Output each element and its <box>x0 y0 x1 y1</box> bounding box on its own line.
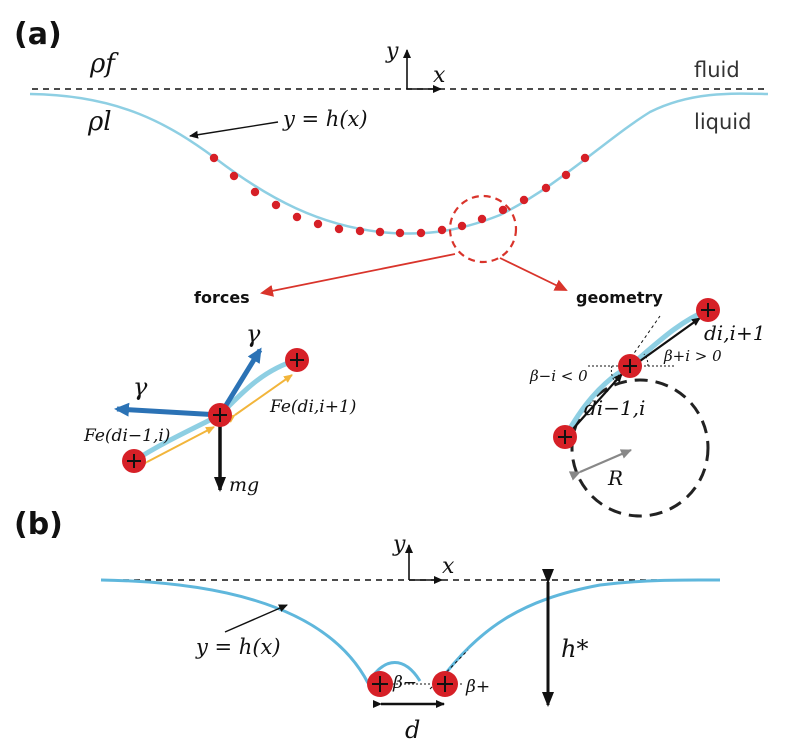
gamma-upper-label: γ <box>246 320 261 348</box>
beta-plus-label-b: β+ <box>465 677 490 697</box>
fe-right-label: Fe(di,i+1) <box>269 397 356 417</box>
beta-plus-label: β+i > 0 <box>663 347 722 365</box>
particle-center-forces <box>208 403 232 427</box>
interface-particles <box>209 153 590 238</box>
radius-label: R <box>607 466 623 490</box>
axis-x-label-b: x <box>442 554 455 579</box>
particle-left-geometry <box>553 425 577 449</box>
particle-left-forces <box>122 449 146 473</box>
particle-left-b <box>367 671 393 697</box>
beta-minus-label: β−i < 0 <box>529 367 588 385</box>
panel-b-label: (b) <box>14 507 63 542</box>
rho-f-label: ρf <box>89 49 119 79</box>
axis-y-label-b: y <box>392 532 406 557</box>
fluid-label: fluid <box>694 58 740 82</box>
forces-label: forces <box>194 288 250 307</box>
axis-x-label: x <box>433 63 446 88</box>
mg-label: mg <box>229 474 259 496</box>
d-label: d <box>405 716 420 744</box>
d-right-label: di,i+1 <box>704 321 765 345</box>
interface-curve <box>29 92 769 235</box>
panel-a-axes <box>403 49 442 93</box>
panel-a-label: (a) <box>14 17 62 52</box>
particle-right-forces <box>285 348 309 372</box>
zoom-circle <box>448 194 518 264</box>
particle-right-b <box>432 671 458 697</box>
geometry-label: geometry <box>576 288 663 307</box>
panel-b-axes <box>405 544 443 584</box>
forces-detail <box>114 347 298 492</box>
particle-right-geometry <box>696 298 720 322</box>
beta-minus-label-b: β− <box>392 673 417 693</box>
liquid-label: liquid <box>694 110 751 134</box>
interface-curve-b <box>100 578 721 684</box>
curve-equation-pointer <box>189 121 279 139</box>
axis-y-label: y <box>385 39 399 64</box>
particle-center-geometry <box>618 354 642 378</box>
curve-equation-label-b: y = h(x) <box>195 635 281 659</box>
geometry-arrow <box>499 257 568 291</box>
h-star-label: h* <box>561 635 588 663</box>
d-left-label: di−1,i <box>584 396 645 420</box>
forces-arrow <box>260 253 456 297</box>
fe-left-label: Fe(di−1,i) <box>83 426 170 446</box>
curve-equation-label: y = h(x) <box>282 107 368 131</box>
curve-equation-pointer-b <box>224 604 288 633</box>
gamma-left-label: γ <box>133 373 148 401</box>
rho-l-label: ρl <box>87 107 112 137</box>
